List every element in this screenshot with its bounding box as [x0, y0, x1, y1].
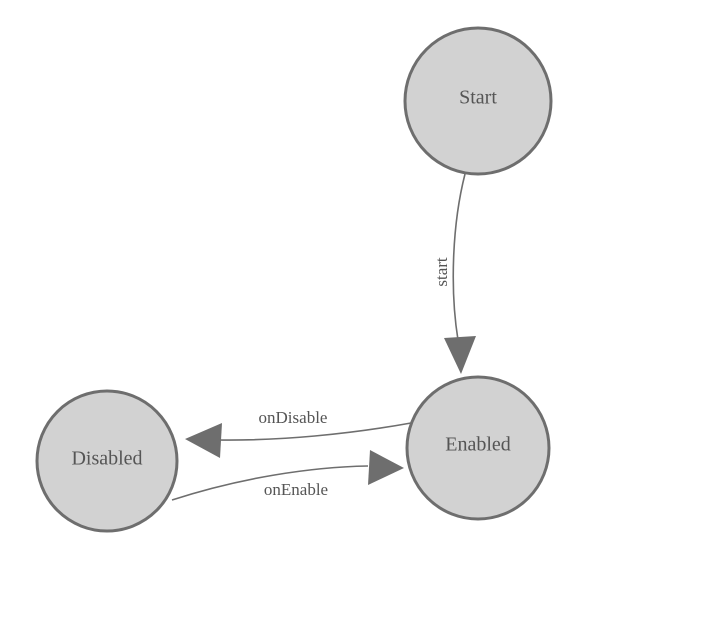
edge-enabled-to-disabled-label: onDisable [259, 408, 328, 427]
edge-enabled-to-disabled-arrowhead-icon [185, 423, 222, 458]
state-node-disabled-circle [35, 389, 179, 533]
edge-start-to-enabled[interactable]: start [432, 173, 476, 374]
state-node-start-label: Start [459, 87, 497, 109]
edge-disabled-to-enabled-arrowhead-icon [368, 450, 404, 485]
edge-start-to-enabled-label: start [432, 257, 451, 287]
state-node-enabled-circle [405, 375, 551, 521]
edge-start-to-enabled-path [452, 173, 466, 341]
edge-disabled-to-enabled-path [171, 465, 369, 501]
state-node-disabled[interactable]: Disabled [35, 389, 179, 533]
state-node-disabled-label: Disabled [71, 448, 142, 470]
edge-disabled-to-enabled[interactable]: onEnable [171, 450, 404, 501]
edge-enabled-to-disabled-path [216, 422, 412, 441]
edge-enabled-to-disabled[interactable]: onDisable [185, 408, 412, 458]
state-node-start-circle [403, 26, 553, 176]
state-node-enabled[interactable]: Enabled [405, 375, 551, 521]
edge-start-to-enabled-arrowhead-icon [444, 336, 476, 374]
state-node-enabled-label: Enabled [445, 434, 511, 456]
state-node-start[interactable]: Start [403, 26, 553, 176]
edge-disabled-to-enabled-label: onEnable [264, 480, 328, 499]
